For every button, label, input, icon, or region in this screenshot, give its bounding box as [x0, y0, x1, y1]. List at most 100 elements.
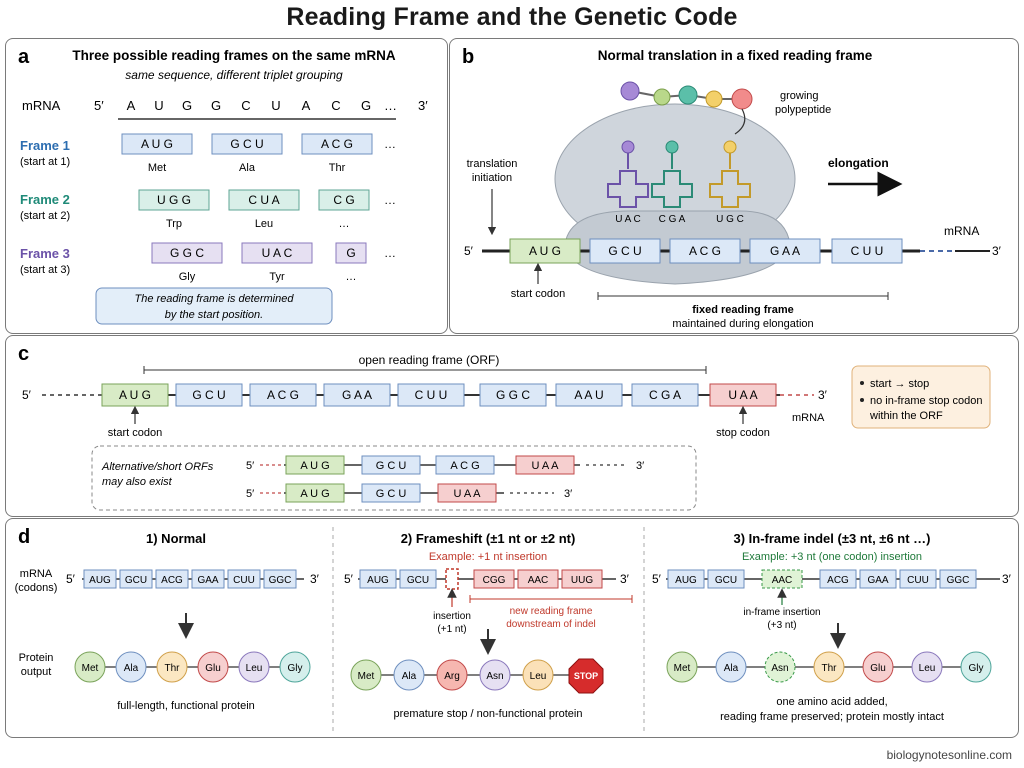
nucleotide: U [154, 98, 163, 113]
panel-a-diagram: a Three possible reading frames on the s… [18, 46, 428, 325]
inframe-heading: 3) In-frame indel (±3 nt, ±6 nt …) [733, 531, 930, 546]
three-prime-label: 3′ [992, 244, 1002, 258]
codon: A C G [321, 137, 353, 151]
codon: G [346, 246, 355, 260]
amino-acid: Ala [239, 162, 256, 174]
insertion-marker [445, 568, 459, 590]
panel-a-subheading: same sequence, different triplet groupin… [125, 68, 343, 82]
mrna-label: mRNA [944, 224, 979, 238]
five-prime-label: 5′ [66, 572, 76, 586]
panel-b-heading: Normal translation in a fixed reading fr… [598, 48, 873, 63]
codon: GAA [197, 575, 218, 586]
amino-acid: Tyr [269, 271, 285, 283]
frameshift-example: Example: +1 nt insertion [429, 551, 547, 563]
protein-label-1: Protein [19, 652, 54, 664]
frame-1-start: (start at 1) [20, 156, 70, 168]
panel-d: d 1) Normal mRNA (codons) 5′ 3′ AUG GCU … [5, 518, 1019, 738]
amino-acid: Gly [969, 663, 984, 674]
codon: A C G [689, 244, 721, 258]
nucleotide: A [127, 98, 136, 113]
trna-icon-teal [651, 140, 693, 208]
codon: G A A [342, 388, 372, 402]
codon: GCU [715, 575, 737, 586]
inframe-insertion-label-2: (+3 nt) [767, 620, 796, 631]
stop-sign-icon [568, 658, 604, 694]
five-prime-label: 5′ [22, 388, 32, 402]
amino-acid: Leu [530, 671, 547, 682]
normal-codons: AUG GCU ACG GAA CUU GGC [83, 569, 297, 589]
inframe-protein-chain: Met Ala Asn Thr Glu Leu Gly [666, 651, 992, 683]
codon: G G C [170, 246, 204, 260]
ellipsis: … [384, 193, 396, 207]
codon: U A A [728, 388, 757, 402]
ribosome-icon [554, 103, 796, 285]
initiation-label-2: initiation [472, 172, 512, 184]
three-prime-label: 3′ [620, 572, 630, 586]
frame-1-name: Frame 1 [20, 138, 70, 153]
amino-acid: Ala [124, 663, 139, 674]
codon: C G [333, 193, 354, 207]
amino-acid: Thr [329, 162, 346, 174]
amino-acid: Gly [179, 271, 196, 283]
codon: U G G [157, 193, 191, 207]
codon: CUU [233, 575, 255, 586]
amino-acid: Trp [166, 218, 182, 230]
mrna-sequence: A U G G C U A C G … [127, 98, 397, 113]
codon: A A U [574, 388, 603, 402]
nucleotide: G [211, 98, 221, 113]
inframe-insertion-label-1: in-frame insertion [743, 607, 820, 618]
codon: ACG [827, 575, 849, 586]
panel-a-heading: Three possible reading frames on the sam… [72, 48, 396, 63]
codon: A U G [529, 244, 561, 258]
codon: U A C [262, 246, 293, 260]
note-line-2: by the start position. [165, 309, 263, 321]
five-prime-label: 5′ [464, 244, 474, 258]
panel-b-letter: b [462, 46, 474, 68]
inframe-example: Example: +3 nt (one codon) insertion [742, 551, 922, 563]
amino-acid: … [339, 218, 350, 230]
amino-acid: Met [674, 663, 691, 674]
panel-c-letter: c [18, 343, 29, 365]
amino-acid: … [346, 271, 357, 283]
normal-caption: full-length, functional protein [117, 700, 255, 712]
start-codon-label: start codon [511, 288, 565, 300]
inframe-caption-2: reading frame preserved; protein mostly … [720, 711, 944, 723]
trna-icon-purple [607, 140, 649, 208]
panel-a-letter: a [18, 46, 30, 68]
nucleotide: C [241, 98, 250, 113]
elongation-label: elongation [828, 156, 889, 170]
anticodon: C G A [659, 214, 686, 225]
codon: AUG [89, 575, 111, 586]
five-prime-label: 5′ [94, 98, 104, 113]
codon: GGC [947, 575, 970, 586]
frameshift-heading: 2) Frameshift (±1 nt or ±2 nt) [401, 531, 576, 546]
amino-acid: Asn [771, 663, 788, 674]
amino-acid: Arg [444, 671, 460, 682]
panel-a: a Three possible reading frames on the s… [5, 38, 448, 334]
codon: GGC [269, 575, 292, 586]
orf-rule-2a: no in-frame stop codon [870, 395, 983, 407]
new-frame-label-2: downstream of indel [506, 619, 596, 630]
codon: A U G [300, 460, 329, 472]
page-title: Reading Frame and the Genetic Code [286, 3, 738, 31]
codon: G C U [230, 137, 263, 151]
anticodon: U A C [615, 214, 641, 225]
panel-b-diagram: b Normal translation in a fixed reading … [462, 46, 1002, 330]
codon: GAA [867, 575, 888, 586]
amino-acid: Ala [724, 663, 739, 674]
codon: G C U [192, 388, 225, 402]
nucleotide: C [331, 98, 340, 113]
codon: UUG [571, 575, 593, 586]
orf-rule-2b: within the ORF [869, 410, 943, 422]
amino-acid: Leu [255, 218, 273, 230]
amino-acid: Leu [919, 663, 936, 674]
codon: G C U [376, 460, 407, 472]
codon: CUU [907, 575, 929, 586]
normal-protein-chain: Met Ala Thr Glu Leu Gly [74, 651, 311, 683]
amino-acid: Glu [205, 663, 221, 674]
codon: C U A [248, 193, 279, 207]
five-prime-label: 5′ [246, 488, 254, 500]
three-prime-label: 3′ [310, 572, 320, 586]
initiation-label-1: translation [467, 158, 518, 170]
inframe-caption-1: one amino acid added, [776, 696, 887, 708]
